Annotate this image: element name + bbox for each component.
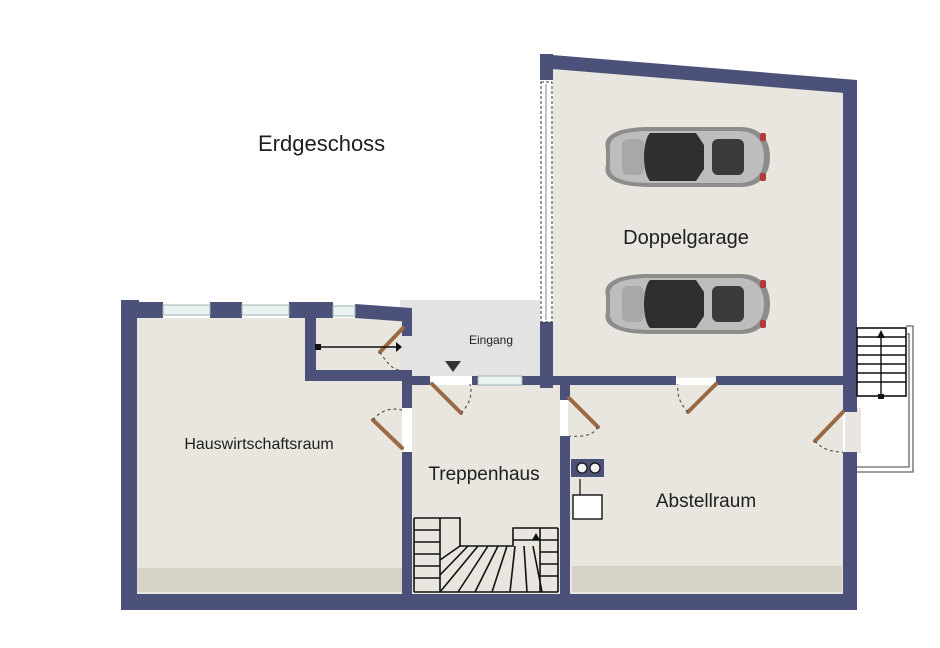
garage-wall-left-lower (540, 322, 553, 388)
closet-wall-bottom (305, 370, 412, 381)
door-icon (677, 382, 718, 414)
walls (121, 54, 857, 610)
door-icon (378, 326, 405, 371)
room-label-staircase: Treppenhaus (428, 464, 539, 485)
top-wall-seg4 (355, 304, 412, 322)
window-icon (477, 375, 523, 386)
inner-wall-left-lower (402, 452, 412, 598)
entrance-area (400, 300, 540, 376)
storage-floor (568, 385, 843, 598)
top-wall-seg1 (137, 302, 163, 318)
entrance-arrow-icon (445, 361, 461, 372)
storage-top-wall-b (716, 376, 846, 385)
stair-top-wall-a (402, 376, 430, 385)
room-label-garage: Doppelgarage (623, 227, 749, 249)
closet-wall-left (305, 318, 316, 380)
window-icon (241, 304, 290, 316)
inner-wall-mid-lower (560, 436, 570, 598)
outer-wall-top-left (121, 300, 139, 318)
doors (371, 326, 845, 453)
garage-wall-top (540, 54, 857, 94)
storage-floor-strip (572, 566, 842, 592)
utility-floor-strip (137, 568, 402, 592)
stairs-icon (413, 517, 559, 593)
door-icon (430, 382, 472, 415)
outer-wall-right-lower (843, 452, 857, 610)
car-icon (605, 274, 770, 334)
floor-title: Erdgeschoss (258, 131, 385, 156)
closet-wall-right (402, 308, 412, 336)
outer-wall-left (121, 300, 137, 610)
outer-wall-bottom (121, 594, 857, 610)
door-icon (567, 396, 600, 437)
inner-wall-left (402, 382, 412, 408)
car-icon (605, 127, 770, 187)
storage-top-wall-a (570, 376, 676, 385)
stairs-direction-arrow (532, 533, 540, 540)
door-icon (813, 410, 845, 453)
stairs-icon (856, 325, 914, 473)
door-icon (371, 408, 404, 450)
room-label-utility: Hauswirtschaftsraum (184, 436, 333, 453)
window-icon (162, 304, 211, 316)
side-landing (845, 408, 861, 453)
top-wall-seg3 (289, 302, 333, 318)
room-label-entrance: Eingang (469, 333, 513, 347)
windows (162, 304, 523, 386)
garage-door-track (540, 81, 553, 323)
inner-wall-mid (560, 376, 570, 400)
staircase-floor (412, 385, 560, 598)
garage-wall-right (843, 82, 857, 412)
window-icon (332, 305, 356, 317)
closet-arrow-icon (315, 342, 402, 352)
utility-fixture-icon (571, 459, 604, 520)
room-label-storage: Abstellraum (656, 491, 756, 512)
closet-floor (316, 326, 400, 370)
garage-wall-left (540, 54, 553, 80)
top-wall-seg2 (210, 302, 242, 318)
